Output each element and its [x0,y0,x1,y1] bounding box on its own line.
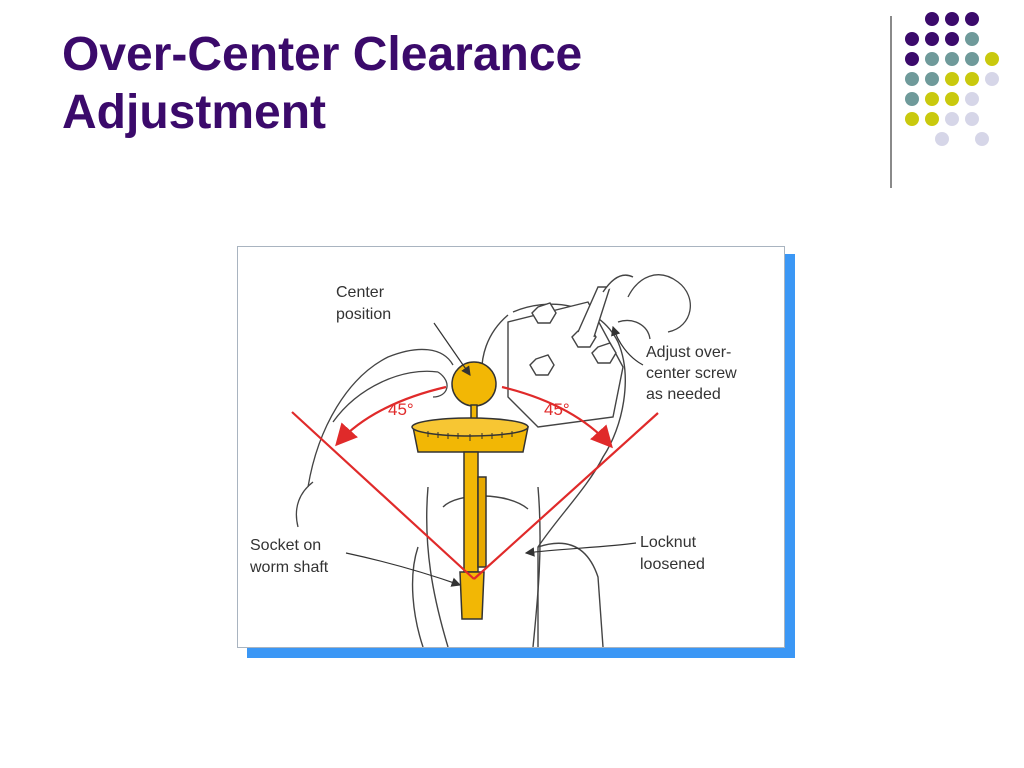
decor-dot [985,52,999,66]
decor-dot [905,92,919,106]
angle-indicators [291,385,659,580]
slide-title: Over-Center Clearance Adjustment [62,26,822,142]
adjust-screw-line-3: as needed [646,386,721,403]
decor-dot [985,72,999,86]
decor-dot [905,112,919,126]
decor-dot [975,132,989,146]
adjust-screw-line-1: Adjust over- [646,344,731,361]
decor-dot [925,112,939,126]
title-line-1: Over-Center Clearance [62,28,583,81]
decor-dot [965,92,979,106]
decor-dot [965,52,979,66]
label-locknut: Locknut loosened [640,534,705,573]
locknut-line-1: Locknut [640,534,697,551]
center-position-line-1: Center [336,284,385,301]
decor-dot [925,72,939,86]
decor-dot [945,32,959,46]
decor-dot [945,92,959,106]
decor-dot [925,12,939,26]
locknut-line-2: loosened [640,556,705,573]
decor-dot [935,132,949,146]
decor-dot [945,112,959,126]
steering-gear-figure: 45° 45° Center position Adjust over- cen… [237,246,785,648]
decor-dot [905,52,919,66]
decor-dot [925,32,939,46]
decor-dot [965,112,979,126]
label-center-position: Center position [336,284,391,323]
angle-right-label: 45° [544,400,570,419]
dot-grid-icon [905,12,1015,172]
decor-dot [905,32,919,46]
adjust-screw-line-2: center screw [646,365,737,382]
label-adjust-screw: Adjust over- center screw as needed [646,344,737,403]
center-position-line-2: position [336,306,391,323]
decor-dot [925,92,939,106]
decor-dot [925,52,939,66]
title-line-2: Adjustment [62,86,326,139]
decor-dot [965,12,979,26]
inch-pound-torque-wrench [411,361,529,620]
steering-gear-diagram: 45° 45° Center position Adjust over- cen… [249,274,737,647]
decor-dot [945,72,959,86]
decor-dot [965,32,979,46]
adjuster-body [507,274,634,428]
label-socket: Socket on worm shaft [249,537,329,576]
decor-dot [965,72,979,86]
decor-dot [945,12,959,26]
socket-line-2: worm shaft [249,559,329,576]
header-divider [890,16,892,188]
decor-dot [905,72,919,86]
angle-left-label: 45° [388,400,414,419]
leader-lines [345,322,644,587]
socket-line-1: Socket on [250,537,321,554]
decor-dot [945,52,959,66]
